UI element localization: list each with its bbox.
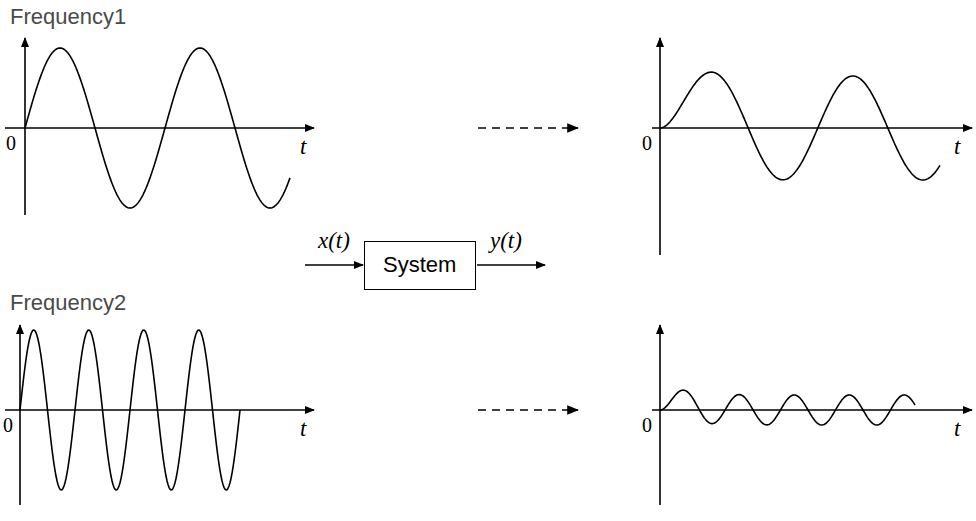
origin-label: 0	[642, 132, 652, 155]
plot-axes	[5, 38, 972, 505]
origin-label: 0	[3, 414, 13, 437]
time-axis-label: t	[954, 416, 960, 442]
y-axis	[659, 325, 661, 505]
frequency-title: Frequency1	[10, 4, 126, 29]
signal-arrow	[305, 264, 363, 266]
t-axis	[5, 127, 314, 129]
time-axis-label: t	[954, 134, 960, 160]
dashed-arrow	[478, 409, 578, 411]
signal-name: x(t)	[318, 228, 350, 254]
y-axis	[659, 38, 661, 255]
sine-wave	[25, 48, 290, 208]
signal-arrow	[477, 264, 545, 266]
waveforms	[20, 48, 940, 490]
origin-label: 0	[642, 414, 652, 437]
time-axis-label: t	[300, 134, 306, 160]
t-axis	[5, 409, 314, 411]
sine-wave	[660, 390, 915, 425]
system-block: System	[364, 241, 476, 290]
frequency-title: Frequency2	[10, 290, 126, 315]
y-axis	[19, 325, 21, 505]
mapping-arrows	[478, 128, 578, 410]
t-axis	[652, 127, 972, 129]
sine-wave	[660, 72, 940, 180]
dashed-arrow	[478, 127, 578, 129]
time-axis-label: t	[300, 416, 306, 442]
signal-name: y(t)	[490, 228, 522, 254]
origin-label: 0	[6, 132, 16, 155]
sine-wave	[20, 330, 240, 490]
block-name: System	[383, 252, 457, 278]
